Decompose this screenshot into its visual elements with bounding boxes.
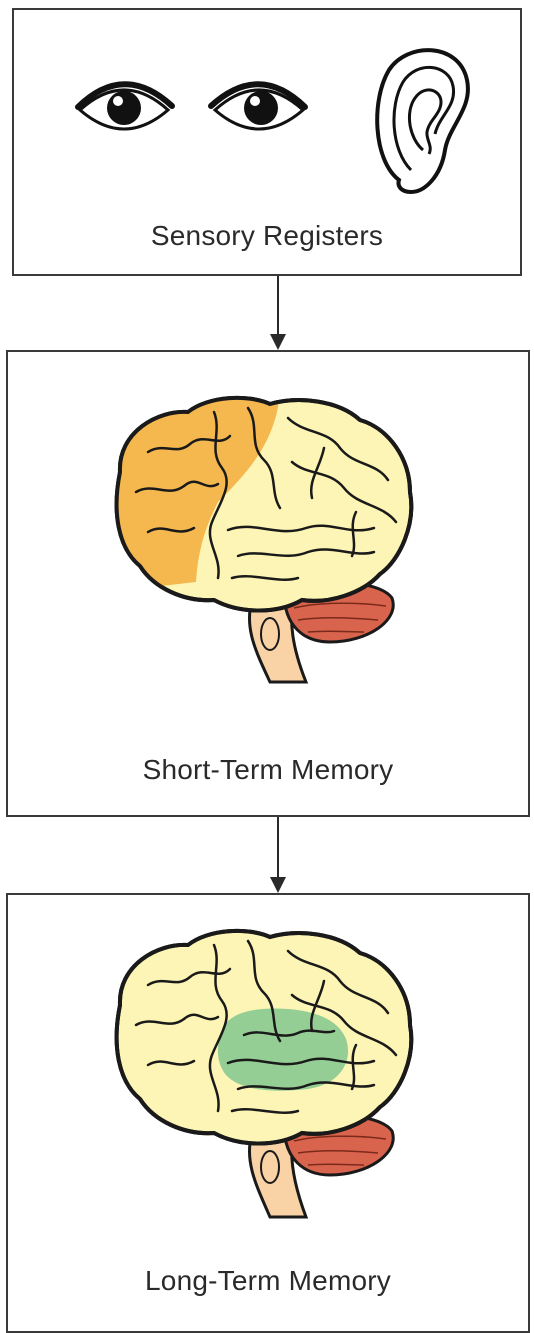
- brain-icon: [8, 352, 528, 815]
- sensory-registers-box: Sensory Registers: [12, 8, 522, 276]
- long-term-memory-box: Long-Term Memory: [6, 893, 530, 1333]
- arrow-stm-to-ltm: [270, 817, 286, 893]
- sensory-registers-label: Sensory Registers: [14, 220, 520, 252]
- ear-icon: [377, 50, 468, 192]
- long-term-memory-label: Long-Term Memory: [8, 1265, 528, 1297]
- short-term-memory-label: Short-Term Memory: [8, 754, 528, 786]
- arrow-sensory-to-stm: [270, 276, 286, 350]
- eye-icon: [78, 84, 172, 129]
- short-term-memory-box: Short-Term Memory: [6, 350, 530, 817]
- eye-icon: [211, 84, 305, 129]
